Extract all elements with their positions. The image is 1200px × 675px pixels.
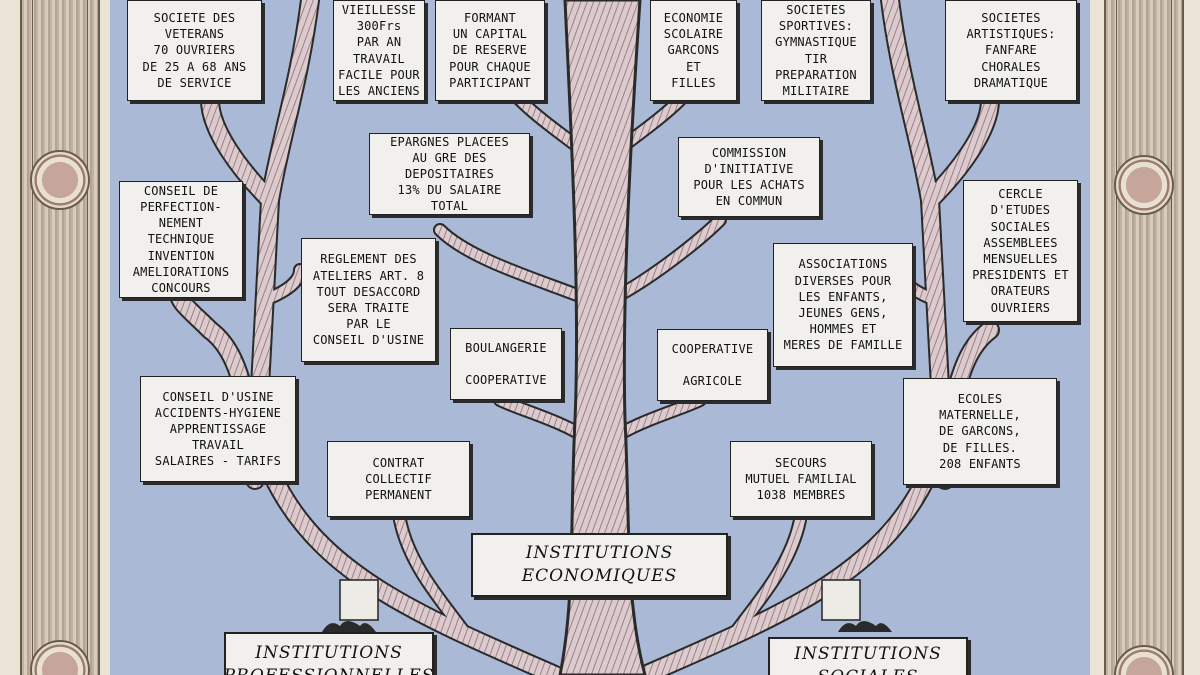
left-pillar <box>20 0 100 675</box>
box-vieillesse: VIEILLESSE 300Frs PAR AN TRAVAIL FACILE … <box>333 0 425 101</box>
box-societes-artistiques: SOCIETES ARTISTIQUES: FANFARE CHORALES D… <box>945 0 1077 101</box>
box-institutions-economiques: INSTITUTIONS ECONOMIQUES <box>471 533 728 597</box>
right-medallion-top <box>1114 155 1174 215</box>
box-capital-reserve: FORMANT UN CAPITAL DE RESERVE POUR CHAQU… <box>435 0 545 101</box>
box-cercle-etudes: CERCLE D'ETUDES SOCIALES ASSEMBLEES MENS… <box>963 180 1078 322</box>
box-reglement-ateliers: REGLEMENT DES ATELIERS ART. 8 TOUT DESAC… <box>301 238 436 362</box>
box-institutions-professionnelles: INSTITUTIONS PROFESSIONNELLES <box>224 632 434 675</box>
box-ecoles: ECOLES MATERNELLE, DE GARCONS, DE FILLES… <box>903 378 1057 485</box>
box-associations-diverses: ASSOCIATIONS DIVERSES POUR LES ENFANTS, … <box>773 243 913 367</box>
box-conseil-usine: CONSEIL D'USINE ACCIDENTS-HYGIENE APPREN… <box>140 376 296 482</box>
box-contrat-collectif: CONTRAT COLLECTIF PERMANENT <box>327 441 470 517</box>
box-societe-veterans: SOCIETE DES VETERANS 70 OUVRIERS DE 25 A… <box>127 0 262 101</box>
box-commission-initiative: COMMISSION D'INITIATIVE POUR LES ACHATS … <box>678 137 820 217</box>
box-societes-sportives: SOCIETES SPORTIVES: GYMNASTIQUE TIR PREP… <box>761 0 871 101</box>
box-cooperative-agricole: COOPERATIVE AGRICOLE <box>657 329 768 401</box>
box-epargnes: EPARGNES PLACEES AU GRE DES DEPOSITAIRES… <box>369 133 530 215</box>
box-boulangerie-cooperative: BOULANGERIE COOPERATIVE <box>450 328 562 400</box>
box-institutions-sociales: INSTITUTIONS SOCIALES <box>768 637 968 675</box>
right-pillar <box>1104 0 1184 675</box>
box-conseil-perfectionnement: CONSEIL DE PERFECTION- NEMENT TECHNIQUE … <box>119 181 243 298</box>
box-secours-mutuel: SECOURS MUTUEL FAMILIAL 1038 MEMBRES <box>730 441 872 517</box>
left-medallion-top <box>30 150 90 210</box>
box-economie-scolaire: ECONOMIE SCOLAIRE GARCONS ET FILLES <box>650 0 737 101</box>
